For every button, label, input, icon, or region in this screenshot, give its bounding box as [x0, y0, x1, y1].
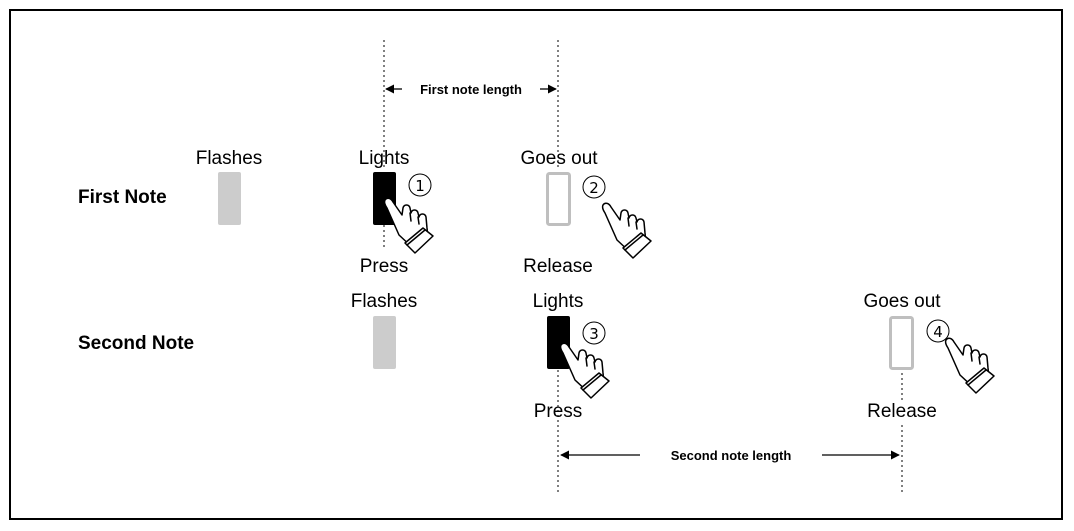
first-press-label: Press: [360, 256, 409, 277]
second-goes-out-label: Goes out: [863, 291, 941, 312]
first-key-flashing: [218, 172, 241, 225]
step-1-badge: [408, 173, 432, 197]
second-release-hand-icon: [944, 337, 995, 394]
step-3-badge: [582, 321, 606, 345]
second-lights-label: Lights: [533, 291, 584, 312]
step-3-number: 3: [589, 325, 599, 343]
step-2-badge: [582, 175, 606, 199]
second-key-out: [889, 316, 914, 370]
first-note-label: First Note: [78, 187, 167, 208]
diagram-frame: [9, 9, 1063, 520]
first-lights-label: Lights: [359, 148, 410, 169]
step-4-number: 4: [933, 323, 943, 341]
first-release-hand-icon: [601, 202, 652, 259]
first-note-length-label: First note length: [420, 82, 522, 97]
first-press-hand-icon: [383, 197, 434, 254]
step-1-number: 1: [415, 177, 425, 195]
second-press-label: Press: [534, 401, 583, 422]
step-4-badge: [926, 319, 950, 343]
second-note-label: Second Note: [78, 333, 194, 354]
first-release-label: Release: [523, 256, 593, 277]
first-flashes-label: Flashes: [196, 148, 263, 169]
second-note-length-label: Second note length: [671, 448, 792, 463]
second-press-hand-icon: [559, 342, 610, 399]
first-key-out: [546, 172, 571, 226]
second-key-flashing: [373, 316, 396, 369]
second-release-label: Release: [867, 401, 937, 422]
second-flashes-label: Flashes: [351, 291, 418, 312]
step-2-number: 2: [589, 179, 599, 197]
first-goes-out-label: Goes out: [520, 148, 598, 169]
